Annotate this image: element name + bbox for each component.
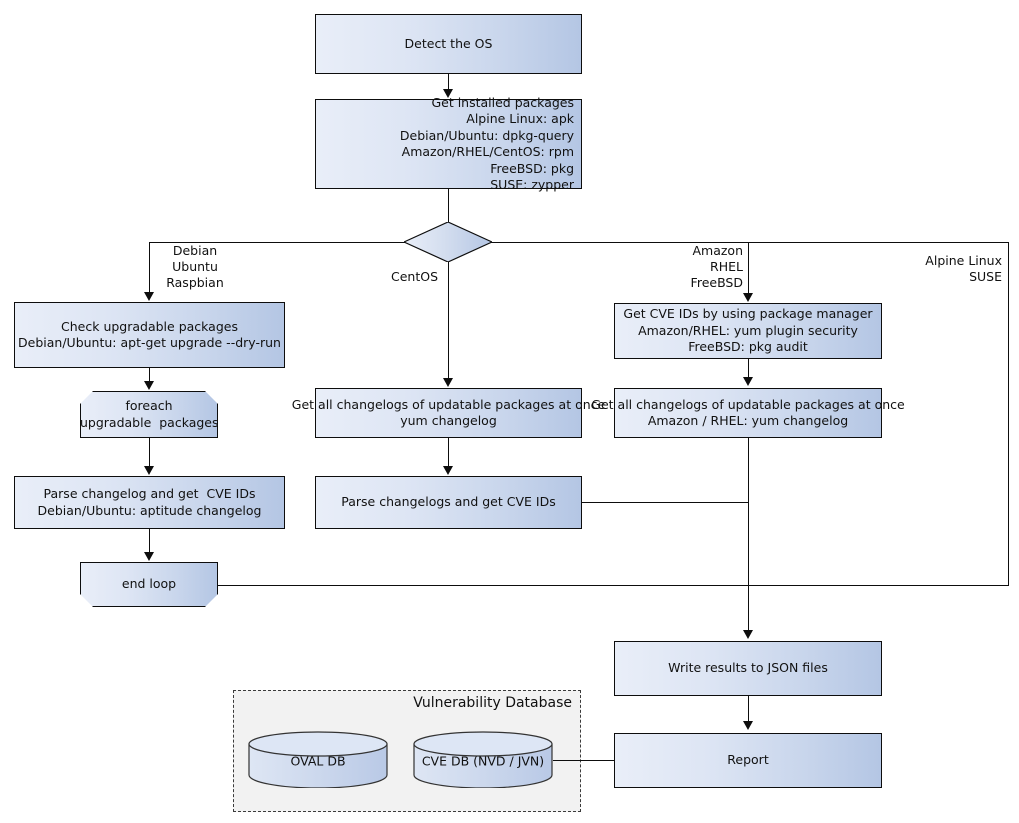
edge-split-right	[491, 242, 1009, 243]
decision-os-family[interactable]	[404, 222, 492, 262]
edge-far-right-branch-down	[1008, 242, 1009, 586]
edge-parse-to-endloop	[149, 529, 150, 552]
edge-split-left	[149, 242, 405, 243]
edge-detect-to-packages	[448, 74, 449, 90]
node-detect-os-label: Detect the OS	[404, 35, 493, 51]
node-changelogs-rhel[interactable]: Get all changelogs of updatable packages…	[591, 388, 905, 438]
node-parse-changelogs-centos[interactable]: Parse changelogs and get CVE IDs	[315, 476, 582, 529]
node-detect-os[interactable]: Detect the OS	[315, 14, 582, 74]
edge-changelogs-to-parse-centos	[448, 438, 449, 466]
arrowhead-packages	[443, 89, 453, 98]
end-loop-shape	[80, 562, 218, 607]
node-report[interactable]: Report	[614, 733, 882, 788]
node-changelogs-centos[interactable]: Get all changelogs of updatable packages…	[292, 388, 605, 438]
arrowhead-get-cve-ids	[743, 293, 753, 302]
node-write-results-json[interactable]: Write results to JSON files	[614, 641, 882, 696]
node-report-label: Report	[727, 752, 769, 768]
arrowhead-changelogs-rhel	[743, 377, 753, 386]
arrowhead-write-json	[743, 630, 753, 639]
arrowhead-end-loop	[144, 552, 154, 561]
edge-parse-centos-merge	[582, 502, 749, 503]
arrowhead-report	[743, 721, 753, 730]
datastore-cve-db-label: CVE DB (NVD / JVN)	[421, 752, 545, 768]
arrowhead-changelogs-centos	[443, 378, 453, 387]
edge-writejson-to-report	[748, 696, 749, 721]
edge-packages-to-decision	[448, 189, 449, 222]
arrowhead-parse-changelogs-centos	[443, 466, 453, 475]
edge-foreach-to-parse	[149, 438, 150, 466]
edge-cvedb-to-report	[553, 760, 614, 761]
node-write-results-json-label: Write results to JSON files	[668, 660, 828, 676]
edge-center-branch-down	[448, 262, 449, 379]
arrowhead-check-upgradable	[144, 292, 154, 301]
datastore-oval-db-label: OVAL DB	[290, 752, 346, 768]
foreach-shape	[80, 391, 218, 438]
node-changelogs-rhel-label: Get all changelogs of updatable packages…	[591, 396, 905, 429]
edge-left-branch-down	[149, 242, 150, 293]
edge-endloop-merge	[218, 585, 1009, 586]
arrowhead-foreach	[144, 381, 154, 390]
edge-rhel-to-write-json	[748, 438, 749, 630]
edge-cveids-to-changelogs-rhel	[748, 359, 749, 377]
arrowhead-parse-changelog-debian	[144, 466, 154, 475]
vulnerability-database-title: Vulnerability Database	[413, 695, 572, 711]
node-changelogs-centos-label: Get all changelogs of updatable packages…	[291, 396, 606, 429]
edge-right-branch-down	[748, 242, 749, 294]
edge-check-to-foreach	[149, 368, 150, 382]
node-end-loop-label: end loop	[121, 576, 177, 592]
node-end-loop[interactable]: end loop	[80, 562, 218, 607]
node-parse-changelogs-centos-label: Parse changelogs and get CVE IDs	[341, 494, 556, 510]
datastore-cve-db[interactable]: CVE DB (NVD / JVN)	[413, 731, 553, 788]
edge-label-centos: CentOS	[391, 269, 439, 284]
datastore-oval-db[interactable]: OVAL DB	[248, 731, 388, 788]
